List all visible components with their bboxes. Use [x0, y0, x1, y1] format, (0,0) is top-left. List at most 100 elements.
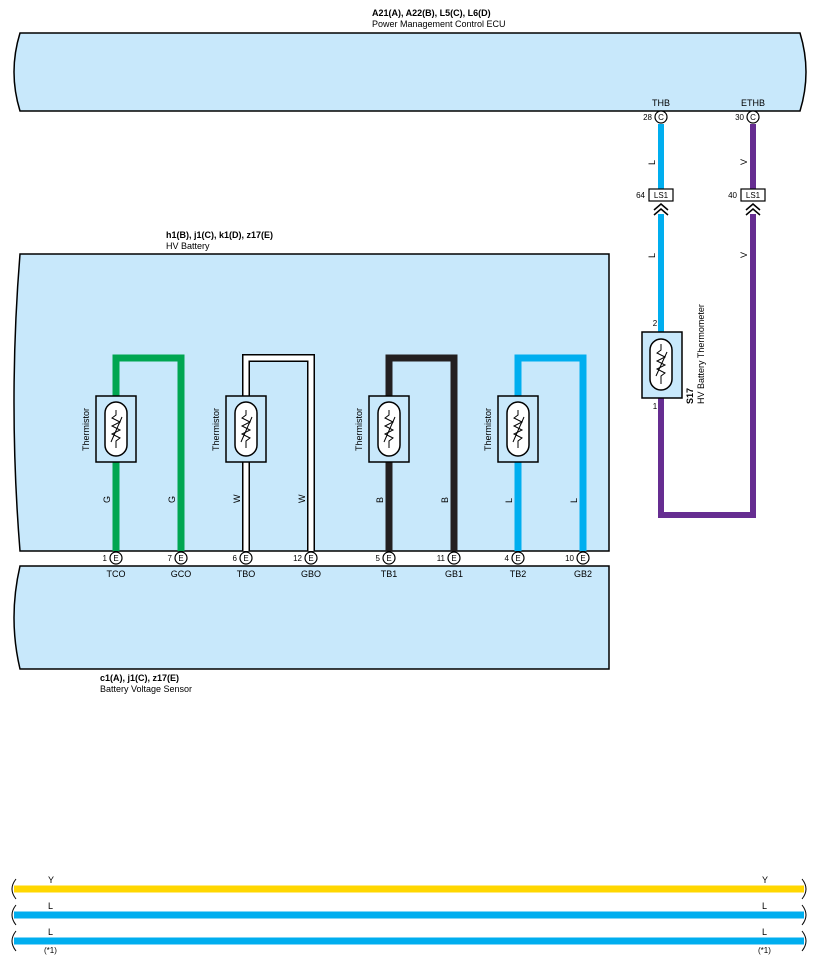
ecu-pin-name-thb: THB	[652, 98, 670, 108]
variable-arrow	[512, 416, 525, 443]
pin-number: 10	[565, 554, 574, 563]
pin-connector: E	[386, 554, 391, 563]
wire-return-loop	[658, 214, 756, 518]
resistor-symbol	[383, 410, 395, 448]
bottom-wire-label-right: L	[762, 901, 767, 911]
ecu-pin-num-ethb: 30	[735, 113, 744, 122]
wire-label-left: L	[504, 498, 514, 503]
pin-number: 7	[168, 554, 173, 563]
pin-name: TB2	[510, 569, 527, 579]
wire-label-ethb-1: V	[739, 159, 749, 165]
svg-text:LS1: LS1	[746, 191, 761, 200]
thermistor-label: Thermistor	[81, 408, 91, 451]
wire-label-right: W	[297, 494, 307, 503]
wire-label-right: L	[569, 498, 579, 503]
wire-label-left: B	[375, 497, 385, 503]
bvs-code: c1(A), j1(C), z17(E)	[100, 673, 179, 683]
wire-label-ethb-2: V	[739, 252, 749, 258]
wire-label-thb-1: L	[647, 160, 657, 165]
pin-connector: E	[178, 554, 183, 563]
pin-number: 6	[233, 554, 238, 563]
pin-number: 4	[505, 554, 510, 563]
thermistor-label: Thermistor	[211, 408, 221, 451]
bvs-pin-row: E1TCOE7GCOE6TBOE12GBOE5TB1E11GB1E4TB2E10…	[103, 551, 592, 579]
pin-name: TCO	[107, 569, 126, 579]
pin-name: GB1	[445, 569, 463, 579]
ecu-pin-num-thb: 28	[643, 113, 652, 122]
pin-number: 1	[103, 554, 108, 563]
svg-text:1: 1	[653, 402, 658, 411]
resistor-symbol	[512, 410, 524, 448]
svg-text:40: 40	[728, 191, 737, 200]
footnote-right: (*1)	[758, 946, 771, 955]
sensor-s17: 2 1 S17 HV Battery Thermometer	[641, 304, 706, 411]
variable-arrow	[383, 416, 396, 443]
wire-label-left: W	[232, 494, 242, 503]
pin-number: 11	[437, 554, 446, 563]
resistor-symbol	[110, 410, 122, 448]
bvs-block: c1(A), j1(C), z17(E) Battery Voltage Sen…	[13, 565, 610, 694]
wire-label-thb-2: L	[647, 253, 657, 258]
bottom-wire-label-right: Y	[762, 875, 768, 885]
thermistor-element	[104, 401, 128, 457]
ecu-pin-name-ethb: ETHB	[741, 98, 765, 108]
pin-name: GB2	[574, 569, 592, 579]
wire-label-right: G	[167, 496, 177, 503]
pin-connector: E	[308, 554, 313, 563]
connector-ls1-a: LS1 64	[636, 188, 674, 216]
bvs-body	[13, 565, 610, 670]
sensor-code: S17	[685, 388, 695, 404]
ecu-pin-thb: C THB 28	[643, 98, 670, 124]
variable-arrow	[240, 416, 253, 443]
pin-number: 12	[293, 554, 302, 563]
bottom-wire-label-left: L	[48, 927, 53, 937]
footnote-left: (*1)	[44, 946, 57, 955]
ecu-pin-ethb: C ETHB 30	[735, 98, 765, 124]
pin-connector: E	[515, 554, 520, 563]
sensor-name: HV Battery Thermometer	[696, 304, 706, 404]
connector-ls1-b: LS1 40	[728, 188, 766, 216]
hv-battery-name: HV Battery	[166, 241, 210, 251]
ecu-name: Power Management Control ECU	[372, 19, 506, 29]
pin-connector: E	[243, 554, 248, 563]
pin-name: GCO	[171, 569, 192, 579]
ecu-body	[13, 32, 807, 112]
hv-battery-code: h1(B), j1(C), k1(D), z17(E)	[166, 230, 273, 240]
pin-connector: E	[451, 554, 456, 563]
svg-text:C: C	[750, 113, 756, 122]
ecu-code: A21(A), A22(B), L5(C), L6(D)	[372, 8, 491, 18]
svg-text:64: 64	[636, 191, 645, 200]
bottom-wire-label-right: L	[762, 927, 767, 937]
pin-number: 5	[376, 554, 381, 563]
wire-label-right: B	[440, 497, 450, 503]
thermistor-label: Thermistor	[354, 408, 364, 451]
bvs-name: Battery Voltage Sensor	[100, 684, 192, 694]
resistor-symbol	[240, 410, 252, 448]
ecu-block: A21(A), A22(B), L5(C), L6(D) Power Manag…	[13, 8, 807, 112]
thermistor-element	[506, 401, 530, 457]
pin-name: TB1	[381, 569, 398, 579]
pin-name: GBO	[301, 569, 321, 579]
svg-text:2: 2	[653, 319, 658, 328]
svg-text:C: C	[658, 113, 664, 122]
variable-arrow	[110, 416, 123, 443]
thb-ethb-wires: C THB 28 C ETHB 30 L L V V LS1 64 LS1 40	[636, 98, 766, 518]
svg-text:LS1: LS1	[654, 191, 669, 200]
bottom-wire-label-left: Y	[48, 875, 54, 885]
